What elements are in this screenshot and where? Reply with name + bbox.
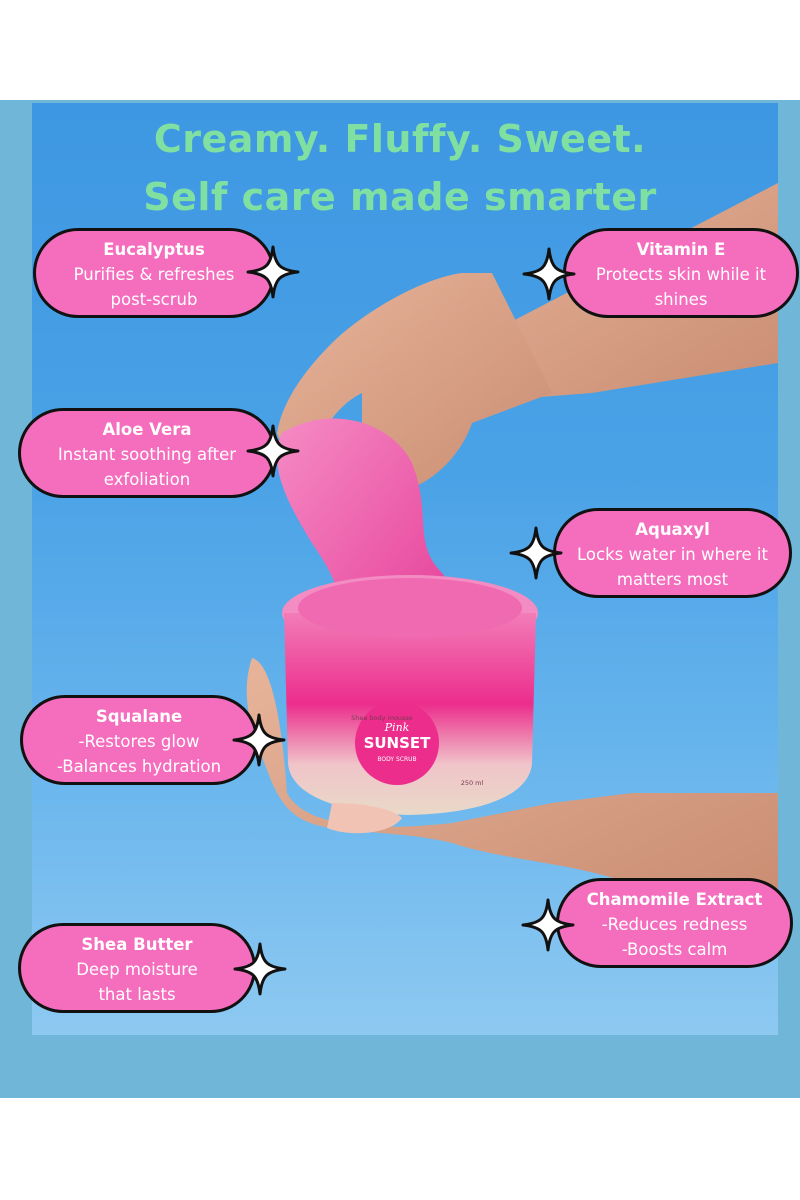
ingredient-badge-vitamin-e: Vitamin E Protects skin while it shines [563,228,799,318]
ingredient-badge-aloe-vera: Aloe Vera Instant soothing after exfolia… [18,408,276,498]
ingredient-badge-chamomile-extract: Chamomile Extract -Reduces redness -Boos… [556,878,793,968]
ingredient-desc: post-scrub [110,290,198,309]
ingredient-title: Eucalyptus [103,240,205,259]
sparkle-star-icon [232,713,286,767]
upper-hand [277,273,552,495]
ingredient-desc: Locks water in where it [577,545,768,564]
headline-line-1: Creamy. Fluffy. Sweet. [153,117,647,161]
lower-thumb [327,803,402,834]
ingredient-desc: matters most [616,570,729,589]
ingredient-desc: -Balances hydration [56,757,222,776]
jar-volume: 250 ml [461,779,484,787]
ingredient-badge-aquaxyl: Aquaxyl Locks water in where it matters … [553,508,792,598]
jar-top-scrub [298,578,522,638]
ingredient-desc: -Boosts calm [621,940,728,959]
ingredient-title: Vitamin E [636,240,726,259]
jar-label [355,701,439,785]
ingredient-title: Chamomile Extract [586,890,763,909]
headline: Creamy. Fluffy. Sweet. Self care made sm… [0,110,800,226]
sparkle-star-icon [246,424,300,478]
ingredient-desc: Instant soothing after [57,445,237,464]
sparkle-star-icon [246,245,300,299]
ingredient-badge-shea-butter: Shea Butter Deep moisture that lasts [18,923,256,1013]
headline-line-2: Self care made smarter [143,175,657,219]
ingredient-title: Squalane [95,707,183,726]
lower-hand [246,658,778,903]
jar-tagline: Shea body mousse [351,714,413,722]
sparkle-star-icon [233,942,287,996]
ingredient-desc: Purifies & refreshes [73,265,235,284]
ingredient-desc: exfoliation [103,470,191,489]
ingredient-desc: -Restores glow [78,732,200,751]
ingredient-desc: -Reduces redness [601,915,748,934]
ingredient-desc: Protects skin while it [595,265,767,284]
ingredient-desc: that lasts [98,985,176,1004]
ingredient-badge-eucalyptus: Eucalyptus Purifies & refreshes post-scr… [33,228,275,318]
ingredient-badge-squalane: Squalane -Restores glow -Balances hydrat… [20,695,258,785]
ingredient-desc: Deep moisture [76,960,198,979]
sparkle-star-icon [521,898,575,952]
jar-label-brand: SUNSET [364,734,432,752]
ingredient-title: Aquaxyl [635,520,710,539]
sparkle-star-icon [509,526,563,580]
sparkle-star-icon [522,247,576,301]
ingredient-title: Aloe Vera [102,420,192,439]
ingredient-desc: shines [654,290,708,309]
ingredient-title: Shea Butter [81,935,193,954]
jar-label-sub: BODY SCRUB [377,756,416,763]
jar-label-script: Pink [384,721,410,734]
